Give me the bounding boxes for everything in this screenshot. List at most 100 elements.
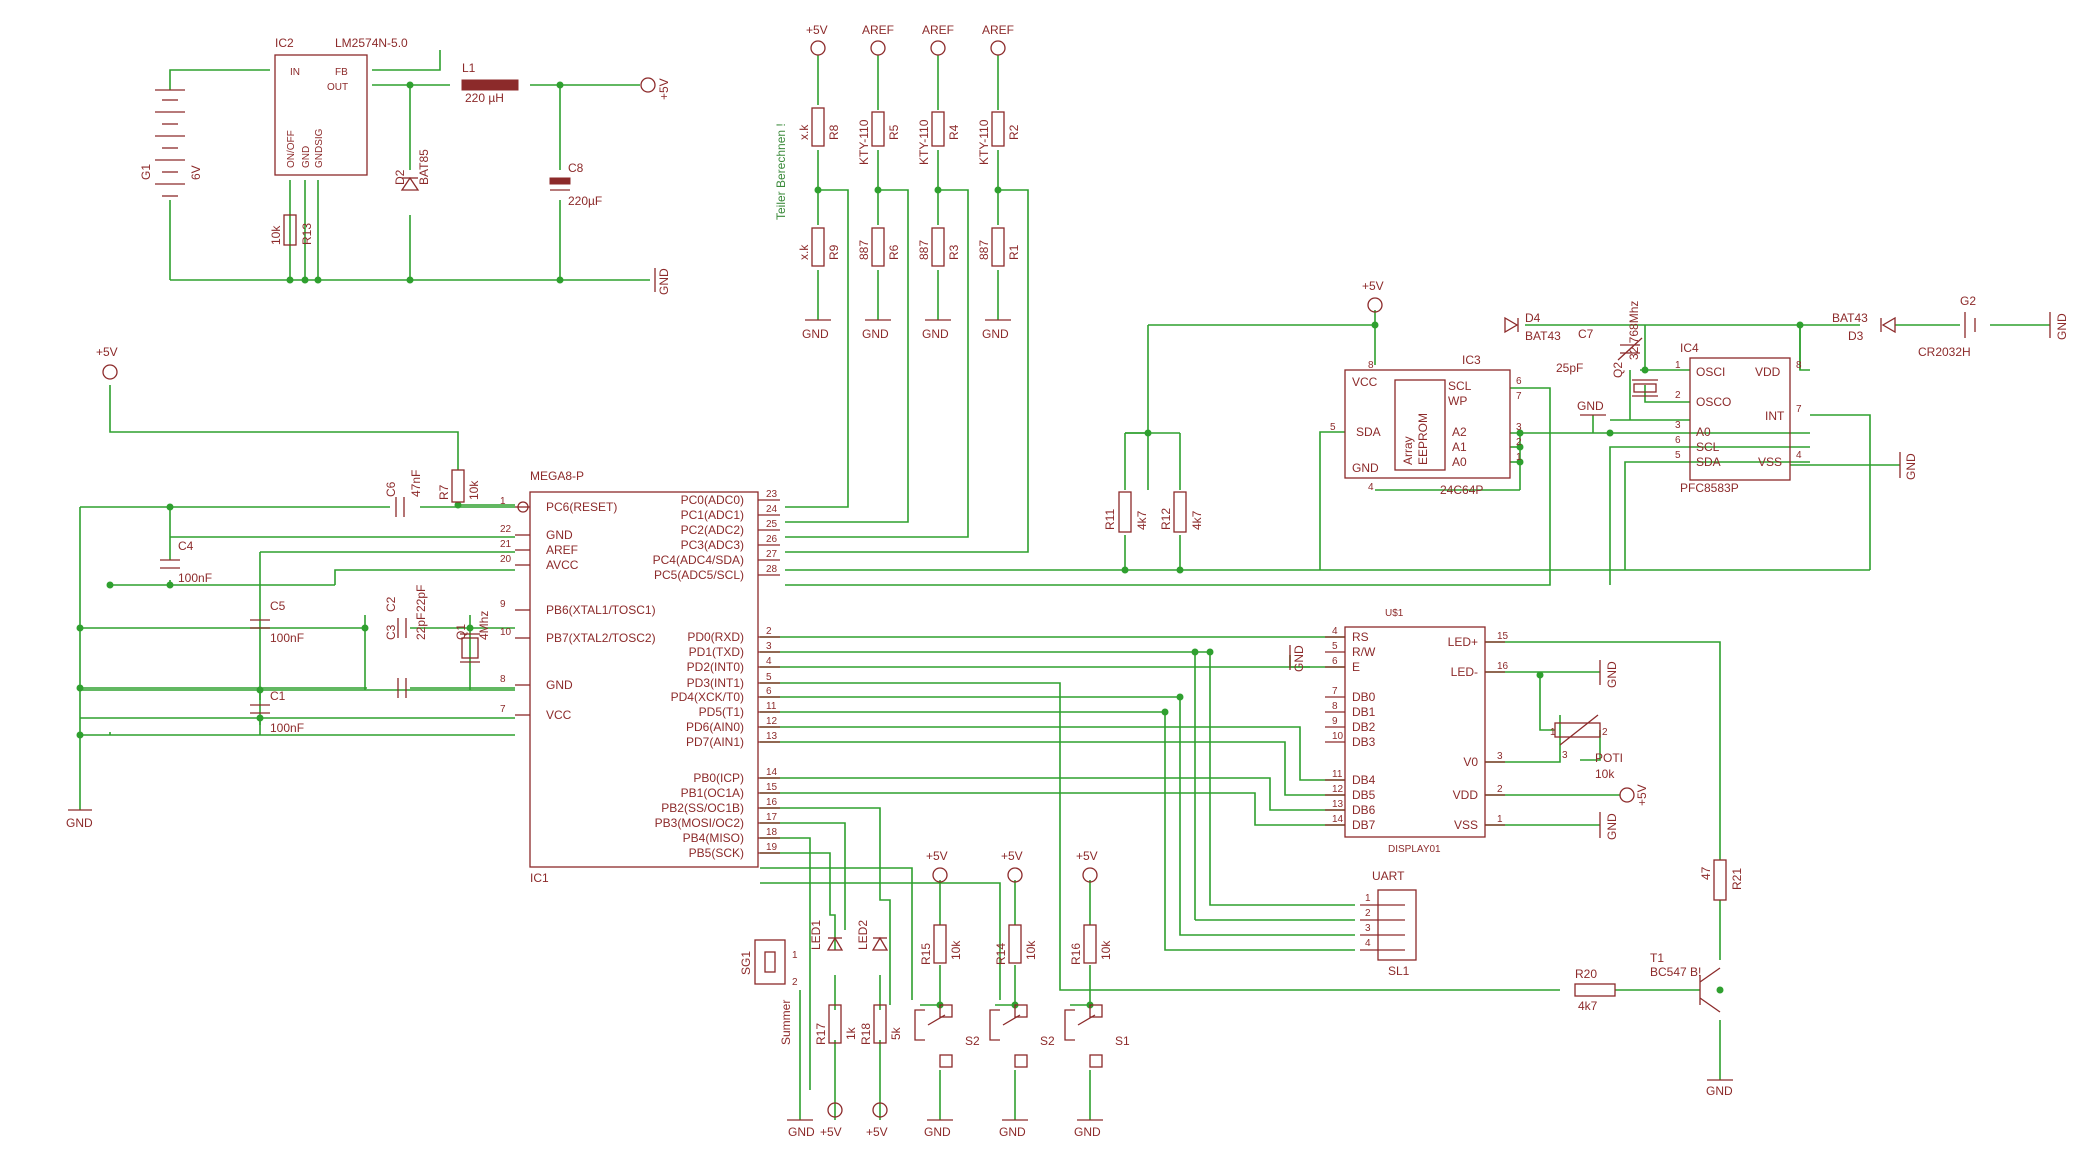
sensor4-supply: AREF	[982, 23, 1014, 37]
vcc-label: +5V	[657, 78, 671, 100]
rtc-ic4: IC4 PFC8583P OSCI OSCO A0 SCL SDA VDD IN…	[1675, 341, 1918, 495]
display-left-pin-name: DB3	[1352, 735, 1376, 749]
mcu-right-pin-name: PD3(INT1)	[687, 676, 744, 690]
resistor-r16: R16 10k	[1069, 924, 1113, 965]
vcc-r15: +5V	[926, 849, 948, 883]
mcu-right-pin-number: 17	[766, 812, 778, 823]
sensor-3: AREF KTY-110 R4 887 R3 GND	[917, 23, 961, 341]
vcc-display: +5V	[1619, 784, 1649, 806]
q1-ref: Q1	[454, 624, 468, 640]
c7-ref: C7	[1578, 327, 1594, 341]
sensor1-top-ref: R8	[827, 124, 841, 140]
mcu-right-pin-number: 23	[766, 489, 778, 500]
q1-value: 4Mhz	[477, 611, 491, 640]
mcu-right-pin-name: PD4(XCK/T0)	[671, 690, 744, 704]
mcu-right-pin-number: 13	[766, 731, 778, 742]
sg1-pin1: 1	[792, 950, 798, 961]
sensor2-supply: AREF	[862, 23, 894, 37]
mcu-right-pin-name: PD5(T1)	[699, 705, 744, 719]
regulator-pin-fb: FB	[335, 67, 348, 78]
vcc-eeprom-label: +5V	[1362, 279, 1384, 293]
mcu-left-pin-number: 21	[500, 539, 512, 550]
eeprom-pin-wp: WP	[1448, 394, 1467, 408]
sensor2-top-ref: R5	[887, 124, 901, 140]
poti-pin1: 1	[1550, 727, 1556, 738]
display-right-pin-name: LED+	[1448, 635, 1478, 649]
inductor-l1: L1 220 µH	[461, 61, 519, 105]
mcu-right-pins: 23PC0(ADC0)24PC1(ADC1)25PC2(ADC2)26PC3(A…	[653, 489, 780, 860]
sensor4-bot-ref: R1	[1007, 244, 1021, 260]
rtc-pin-int: INT	[1765, 409, 1785, 423]
gnd-display-rw-label: GND	[1292, 645, 1306, 672]
gnd-s3: GND	[999, 1119, 1028, 1139]
resistor-r17: R17 1k	[814, 1004, 858, 1045]
sensor2-top-value: KTY-110	[857, 119, 871, 165]
mcu-left-passives: C6 47nF R7 10k C4 100nF C5 100nF C1 100n…	[66, 345, 491, 830]
r13-ref: R13	[300, 223, 314, 245]
mcu-left-pin-name: PB6(XTAL1/TOSC1)	[546, 603, 656, 617]
gnd-s2-label: GND	[924, 1125, 951, 1139]
display-left-pin-number: 10	[1332, 731, 1344, 742]
eeprom-num-wp: 7	[1516, 391, 1522, 402]
vcc-symbol: +5V	[640, 77, 671, 100]
sensor3-top-ref: R4	[947, 124, 961, 140]
mcu-right-pin-name: PC1(ADC1)	[681, 508, 744, 522]
rtc-pin-osci: OSCI	[1696, 365, 1725, 379]
mcu-left-pin-name: GND	[546, 678, 573, 692]
diode-d3: BAT43 D3	[1832, 311, 1896, 343]
regulator-pin-gnd: GND	[301, 146, 312, 168]
r11-value: 4k7	[1135, 510, 1149, 530]
d4-value: BAT43	[1525, 329, 1561, 343]
mcu-right-pin-number: 14	[766, 767, 778, 778]
mcu-right-pin-name: PB0(ICP)	[693, 771, 744, 785]
display-left-pin-name: DB7	[1352, 818, 1376, 832]
cap-c8-ref: C8	[568, 161, 584, 175]
display-right-pin-number: 1	[1497, 814, 1503, 825]
gnd-label: GND	[657, 268, 671, 295]
sg1-value: Summer	[779, 1000, 793, 1045]
r7-value: 10k	[467, 480, 481, 500]
sensor3-bot-value: 887	[917, 240, 931, 260]
transistor-t1: T1 BC547 B!	[1650, 951, 1721, 1013]
gnd-backlight: GND	[1706, 1079, 1733, 1098]
r17-ref: R17	[814, 1023, 828, 1045]
display-left-pin-number: 9	[1332, 716, 1338, 727]
d3-ref: D3	[1848, 329, 1864, 343]
eeprom-pin-a1: A1	[1452, 440, 1467, 454]
power-supply-section: G1 6V IC2 LM2574N-5.0 IN FB OUT ON/OFF G…	[139, 36, 671, 295]
mcu-right-pin-number: 5	[766, 672, 772, 683]
eeprom-inner2: EEPROM	[1416, 413, 1430, 465]
r16-ref: R16	[1069, 943, 1083, 965]
eeprom-value: 24C64P	[1440, 483, 1483, 497]
display-left-pin-name: RS	[1352, 630, 1369, 644]
eeprom-pin-sda: SDA	[1356, 425, 1381, 439]
eeprom-pin-scl: SCL	[1448, 379, 1472, 393]
potentiometer-poti: 1 2 3 POTI 10k	[1550, 714, 1623, 781]
capacitor-c2: C2 22pF	[384, 585, 428, 638]
vcc-r14: +5V	[1001, 849, 1023, 883]
r17-value: 1k	[844, 1026, 858, 1040]
resistor-r12: R12 4k7	[1159, 491, 1204, 533]
sensor4-top-value: KTY-110	[977, 119, 991, 165]
display-left-pin-number: 12	[1332, 784, 1344, 795]
diode-d4: D4 BAT43	[1504, 311, 1561, 343]
sensor1-supply: +5V	[806, 23, 828, 37]
vcc-led2: +5V	[866, 1102, 888, 1139]
eeprom-inner1: Array	[1401, 436, 1415, 465]
r12-value: 4k7	[1190, 510, 1204, 530]
mcu-left-pin-number: 22	[500, 524, 512, 535]
mcu-right-pin-name: PB2(SS/OC1B)	[661, 801, 744, 815]
wires	[79, 50, 2050, 1120]
gnd-s3-label: GND	[999, 1125, 1026, 1139]
eeprom-pin-a0: A0	[1452, 455, 1467, 469]
d4-ref: D4	[1525, 311, 1541, 325]
regulator-pin-gndsig: GNDSIG	[314, 128, 325, 168]
c3-ref: C3	[384, 624, 398, 640]
mcu-right-pin-name: PC0(ADC0)	[681, 493, 744, 507]
crystal-q2: Q2 32,768Mhz	[1611, 301, 1658, 397]
gnd-rtc: GND	[1899, 452, 1918, 480]
gnd-left-label: GND	[66, 816, 93, 830]
